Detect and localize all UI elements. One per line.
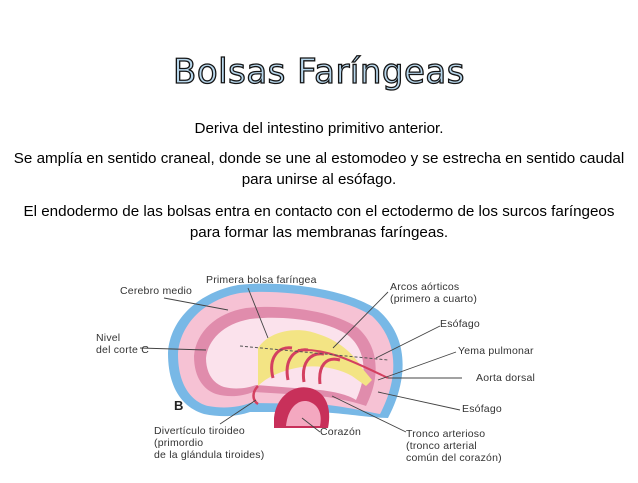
leader-diverticulo [219,399,257,425]
leader-esofago-top [375,325,441,359]
embryo-illustration [139,283,462,433]
label-diverticulo: Divertículo tiroideo (primordio de la gl… [154,425,265,461]
label-tronco: Tronco arterioso (tronco arterial común … [406,428,502,464]
label-cerebro-medio: Cerebro medio [120,285,193,297]
label-primera-bolsa: Primera bolsa faríngea [206,274,317,286]
label-yema-pulmonar: Yema pulmonar [458,345,534,357]
thyroid-diverticulum [252,385,259,406]
leader-nivel-corte [139,347,207,351]
aortic-arch-1 [270,346,293,379]
paragraph-membranes: El endodermo de las bolsas entra en cont… [23,203,615,241]
slide-title: Bolsas Faríngeas [172,51,465,92]
paragraph-origin: Deriva del intestino primitivo anterior. [194,120,444,137]
label-corazon: Corazón [320,426,362,438]
label-arcos-aorticos: Arcos aórticos (primero a cuarto) [390,281,478,305]
leader-cerebro-medio [163,297,229,311]
label-aorta-dorsal: Aorta dorsal [476,372,536,384]
leader-lines [139,287,462,433]
leader-corazon [301,417,321,433]
foregut-endoderm [258,330,372,386]
dorsal-aorta [297,348,389,379]
heart-inner [286,401,321,426]
leader-tronco [331,395,407,433]
pharyngeal-pouch-diagram: B Cerebro medio Primera bolsa faríngea A… [88,268,568,478]
leader-primera-bolsa [247,287,269,339]
label-nivel-corte: Nivel del corte C [96,332,149,356]
leader-arcos-aorticos [332,291,389,349]
aortic-arch-4 [318,357,341,385]
leader-esofago-bottom [377,391,461,411]
leader-yema-pulmonar [377,351,457,381]
label-esofago-top: Esófago [440,318,480,330]
paragraph-expansion: Se amplía en sentido craneal, donde se u… [13,150,625,188]
label-esofago-bottom: Esófago [462,403,502,415]
panel-letter: B [174,398,184,413]
